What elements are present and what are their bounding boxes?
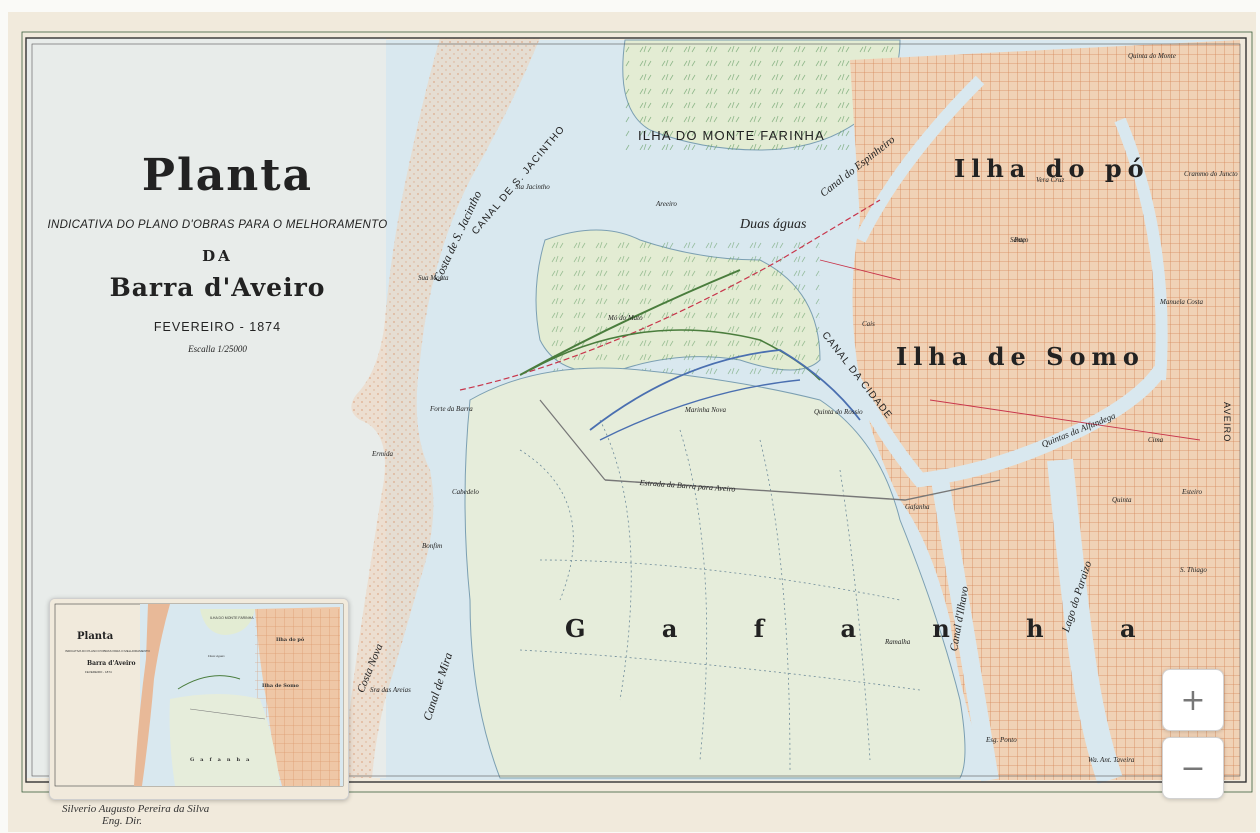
label-gafanha: G a f a n h a xyxy=(565,614,1170,643)
proposed-work-blue xyxy=(589,349,861,431)
label-aveiro: AVEIRO xyxy=(1222,402,1232,443)
label-crammo: Crammo do Juncto xyxy=(1184,170,1238,178)
label-sante: Sante xyxy=(1010,236,1026,244)
svg-text:Ilha de Somo: Ilha de Somo xyxy=(262,683,300,689)
label-ilha-do-po: Ilha do pó xyxy=(954,154,1150,183)
map-neatline xyxy=(25,37,1247,783)
svg-text:Duas águas: Duas águas xyxy=(207,654,225,658)
label-monte: Sua Monta xyxy=(418,274,449,282)
label-ilha-de-somo: Ilha de Somo xyxy=(896,342,1145,371)
label-rossio: Quinta do Rossio xyxy=(814,408,863,416)
label-areeiro: Areeiro xyxy=(656,200,677,208)
svg-text:ILHA DO MONTE FARINHA: ILHA DO MONTE FARINHA xyxy=(210,616,254,620)
canal-espinheiro-water xyxy=(854,75,985,243)
lago-paraizo-water xyxy=(1047,458,1123,785)
canal-cidade-water xyxy=(823,327,1166,488)
label-ilha-monte-farinha: ILHA DO MONTE FARINHA xyxy=(638,128,826,143)
map-title-block: Planta INDICATIVA DO PLANO D'OBRAS PARA … xyxy=(45,150,390,354)
road-estrada xyxy=(604,479,1001,501)
label-duas-aguas: Duas águas xyxy=(740,217,807,232)
label-sta-thiago: S. Thiago xyxy=(1180,566,1207,574)
signature-line-1: Silverio Augusto Pereira da Silva xyxy=(62,803,210,815)
title-scale: Escalla 1/25000 xyxy=(188,344,247,354)
label-vera: Vera Cruz xyxy=(1036,176,1065,184)
label-ramalha: Ramalha xyxy=(885,638,911,646)
label-pao: Paço xyxy=(1014,236,1029,244)
label-estanca: Esteiro xyxy=(1182,488,1202,496)
label-cais: Cais xyxy=(862,320,875,328)
label-ermida: Ermida xyxy=(372,450,393,458)
svg-text:Ilha do pó: Ilha do pó xyxy=(276,636,305,643)
overview-minimap[interactable]: ILHA DO MONTE FARINHA Ilha do pó Ilha de… xyxy=(49,598,349,800)
overview-barra: Barra d'Aveiro xyxy=(87,660,136,667)
title-planta: Planta xyxy=(141,150,314,201)
label-bonjeu: Bonfim xyxy=(422,542,443,550)
label-jacintho-small: Sta Jacintho xyxy=(515,183,550,191)
label-villa-monte: Quinta do Monte xyxy=(1128,52,1176,60)
label-quinta: Quinta xyxy=(1112,496,1132,504)
svg-text:Gafanha: Gafanha xyxy=(190,757,255,763)
label-mauela: Manuela Costa xyxy=(1160,298,1203,306)
label-cabedelo: Cabedelo xyxy=(452,488,479,496)
label-gafanha-small: Gafanha xyxy=(905,503,930,511)
title-da: DA xyxy=(202,247,233,265)
overview-title: Planta xyxy=(77,631,114,642)
overview-subtitle: INDICATIVA DO PLANO D'OBRAS PARA O MELHO… xyxy=(65,649,150,653)
title-subtitle: INDICATIVA DO PLANO D'OBRAS PARA O MELHO… xyxy=(47,219,388,231)
label-cima: Cima xyxy=(1148,436,1164,444)
zoom-out-button[interactable]: − xyxy=(1162,737,1224,799)
author-signature: Silverio Augusto Pereira da Silva Eng. D… xyxy=(62,803,209,827)
label-marinha: Marinha Nova xyxy=(685,406,727,414)
label-senhora: Sra das Areias xyxy=(370,686,411,694)
overview-image: ILHA DO MONTE FARINHA Ilha do pó Ilha de… xyxy=(50,599,348,799)
title-barra-aveiro: Barra d'Aveiro xyxy=(109,273,326,302)
proposed-work-red xyxy=(459,199,881,391)
overview-date: FEVEREIRO - 1874 xyxy=(85,670,112,674)
zoom-in-button[interactable]: + xyxy=(1162,669,1224,731)
label-canal-m: Esg. Ponto xyxy=(986,736,1017,744)
title-date: FEVEREIRO - 1874 xyxy=(153,320,282,334)
label-taveira: Wa. Ant. Taveira xyxy=(1088,756,1135,764)
plus-icon: + xyxy=(1180,682,1206,718)
label-forte: Forte da Barra xyxy=(430,405,473,413)
minus-icon: − xyxy=(1180,750,1206,786)
label-moinho: Mó do Mato xyxy=(608,314,643,322)
signature-line-2: Eng. Dir. xyxy=(102,815,143,827)
